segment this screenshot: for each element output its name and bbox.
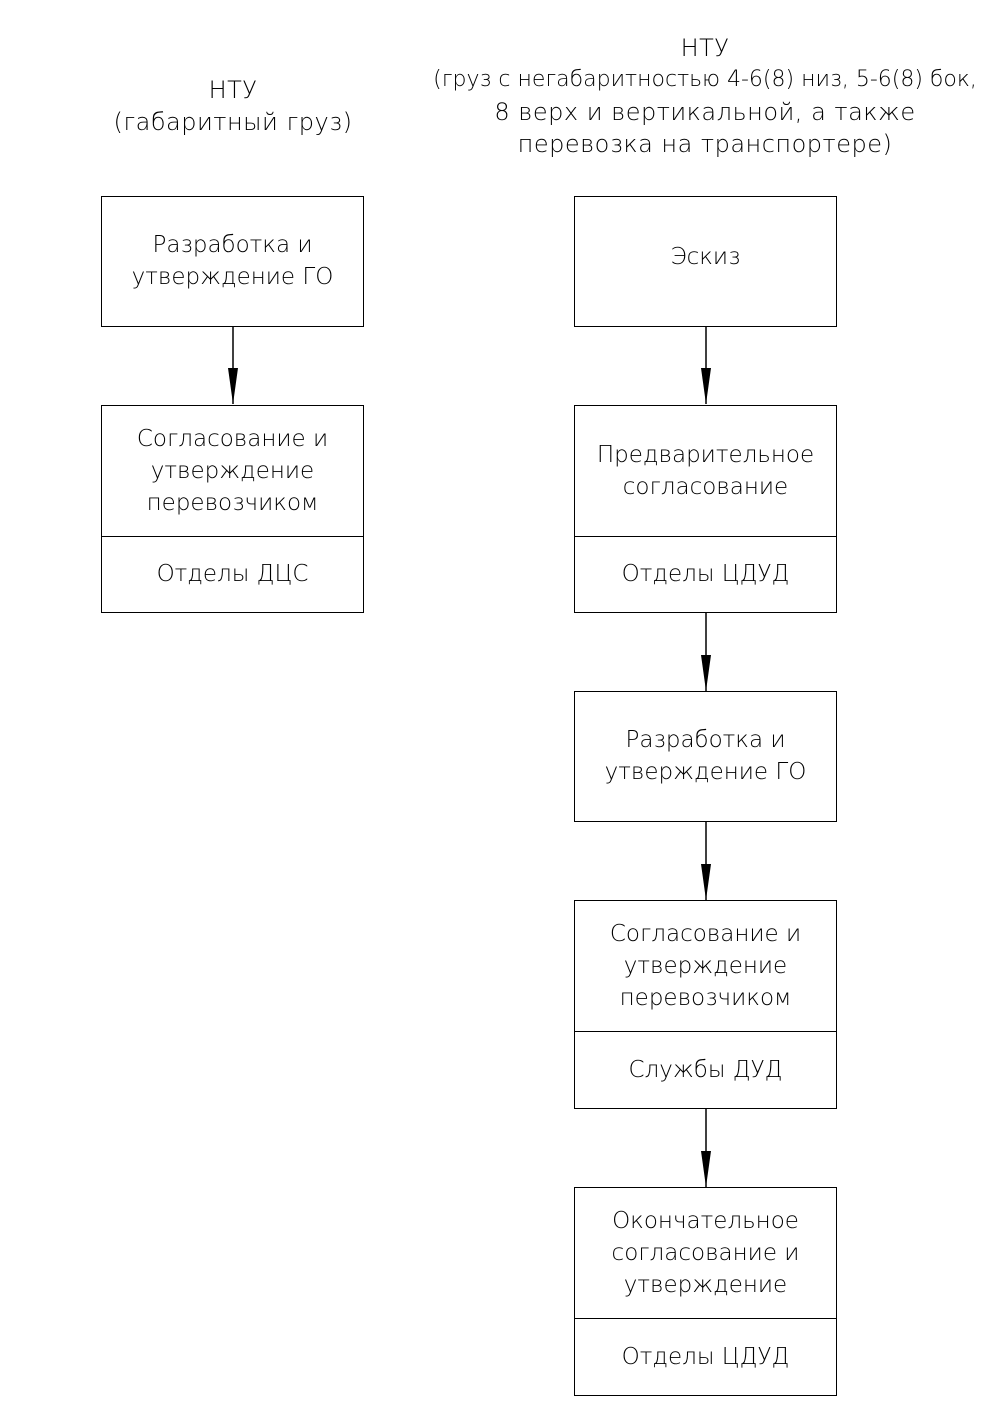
left-flow-arrow [228,326,238,404]
box-divider [575,536,836,537]
step-title: Эскиз [670,244,741,270]
right-flow-arrow-4 [701,1109,711,1187]
right-step-develop-approve-go: Разработка и утверждение ГО [574,691,837,822]
box-divider [102,536,363,537]
left-step-develop-approve-go: Разработка и утверждение ГО [101,196,364,327]
box-divider [575,1318,836,1319]
right-step-final-approval: Окончательное согласование и утверждение… [574,1187,837,1396]
step-title: Разработка и утверждение ГО [604,727,807,785]
left-step-carrier-approval: Согласование и утверждение перевозчиком … [101,405,364,613]
right-heading-line-1: НТУ [680,34,730,62]
left-heading-line-1: НТУ [208,76,258,104]
right-column-heading: НТУ (груз с негабаритностью 4-6(8) низ, … [420,32,990,160]
left-heading-line-2: (габаритный груз) [113,108,353,136]
responsible-department: Отделы ДЦС [156,561,309,587]
right-step-preliminary-approval: Предварительное согласование Отделы ЦДУД [574,405,837,613]
box-divider [575,1031,836,1032]
right-step-sketch: Эскиз [574,196,837,327]
right-flow-arrow-3 [701,822,711,900]
right-flow-arrow-2 [701,613,711,691]
step-title: Предварительное согласование [596,442,815,500]
left-column-heading: НТУ (габаритный груз) [102,74,364,138]
responsible-department: Отделы ЦДУД [621,1343,790,1370]
right-heading-line-3: 8 верх и вертикальной, а также [494,98,916,126]
responsible-department: Службы ДУД [628,1056,783,1083]
right-step-carrier-approval: Согласование и утверждение перевозчиком … [574,900,837,1109]
right-heading-line-4: перевозка на транспортере) [517,130,893,158]
step-title: Окончательное согласование и утверждение [611,1208,800,1298]
step-title: Согласование и утверждение перевозчиком [136,426,329,516]
right-heading-line-2: (груз с негабаритностью 4-6(8) низ, 5-6(… [433,67,977,92]
responsible-department: Отделы ЦДУД [621,561,790,587]
step-title: Разработка и утверждение ГО [131,232,334,290]
step-title: Согласование и утверждение перевозчиком [609,921,802,1011]
right-flow-arrow-1 [701,326,711,404]
